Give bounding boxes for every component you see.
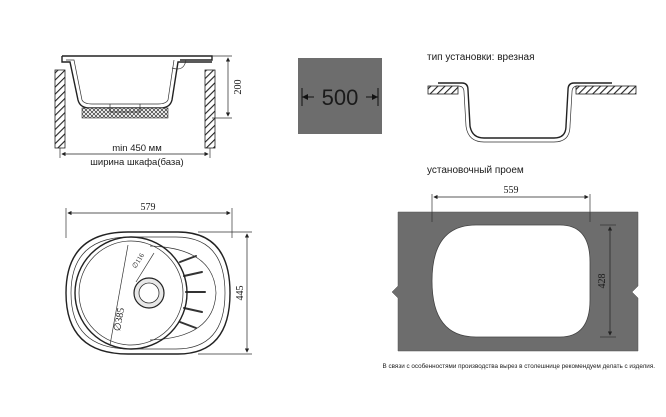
cutout-section: установочный проем 559 428 <box>391 165 639 352</box>
bowl-diameter-label: ∅385 <box>112 307 127 332</box>
cabinet-wall-left <box>54 69 66 149</box>
drainer-grooves <box>179 255 206 329</box>
sink-profile <box>61 55 213 119</box>
drain-inner <box>138 282 160 304</box>
drain-diameter-label: ∅116 <box>131 251 147 270</box>
top-view: 579 445 ∅385 ∅116 <box>65 202 252 355</box>
cabinet-width-label: ширина шкафа(база) <box>90 157 183 168</box>
badge-value: 500 <box>322 85 359 110</box>
cabinet-size-badge: 500 <box>298 58 382 134</box>
overall-height-label: 445 <box>235 286 246 301</box>
cabinet-wall-right <box>204 69 216 149</box>
cutout-width-label: 559 <box>504 185 519 196</box>
sink-cross-section <box>438 82 612 139</box>
cutout-height-label: 428 <box>597 274 608 289</box>
overall-width-label: 579 <box>141 202 156 213</box>
drain-mesh <box>81 107 169 119</box>
countertop-left-section <box>427 85 459 95</box>
side-view: 200 min 450 мм ширина шкафа(база) <box>54 55 244 168</box>
countertop-right-section <box>575 85 637 95</box>
bowl-outer <box>74 236 188 350</box>
dim-height-side-label: 200 <box>233 80 244 95</box>
bowl-inner <box>78 240 184 346</box>
install-type-title: тип установки: врезная <box>427 52 535 63</box>
cutout-title: установочный проем <box>427 165 524 176</box>
footnote: В связи с особенностями производства выр… <box>383 362 656 370</box>
min-width-label: min 450 мм <box>112 143 162 154</box>
install-type-section: тип установки: врезная <box>427 52 637 143</box>
cutout-hole <box>431 224 591 338</box>
drainer-wing <box>149 245 217 341</box>
sink-outline <box>65 231 231 355</box>
